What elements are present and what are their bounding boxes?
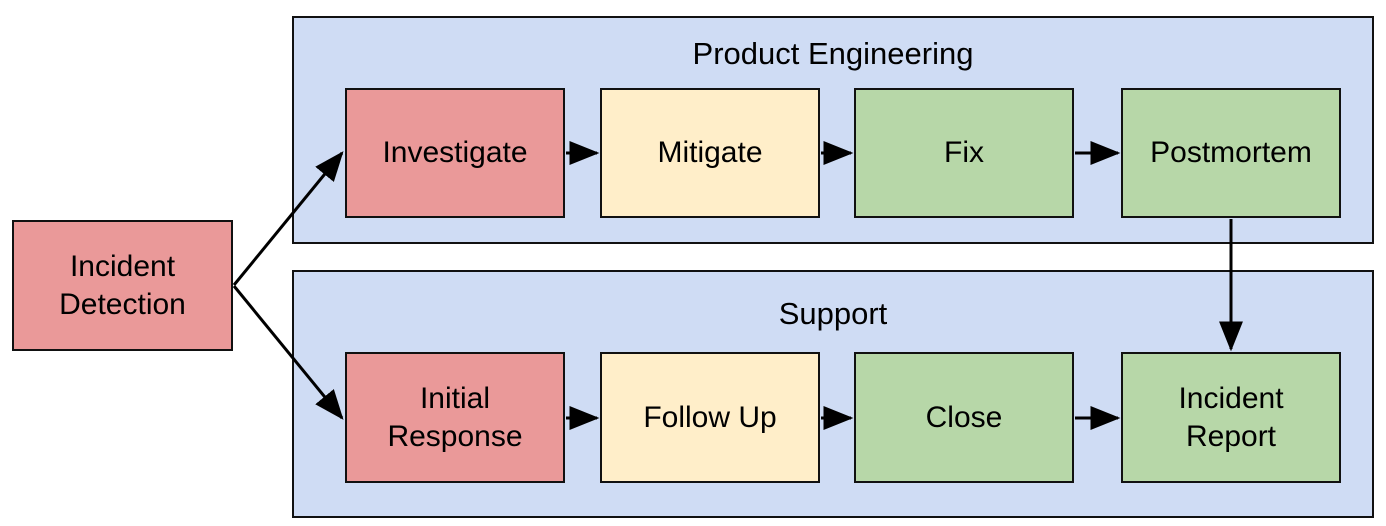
- node-investigate[interactable]: Investigate: [345, 88, 565, 218]
- node-mitigate[interactable]: Mitigate: [600, 88, 820, 218]
- node-initial-response-label: Initial Response: [387, 381, 523, 453]
- node-follow-up[interactable]: Follow Up: [600, 352, 820, 483]
- node-incident-report[interactable]: Incident Report: [1121, 352, 1341, 483]
- node-initial-response[interactable]: Initial Response: [345, 352, 565, 483]
- node-postmortem[interactable]: Postmortem: [1121, 88, 1341, 218]
- node-incident-detection-label: Incident Detection: [59, 249, 186, 321]
- node-investigate-label: Investigate: [382, 136, 528, 169]
- node-fix-label: Fix: [944, 136, 984, 169]
- node-close[interactable]: Close: [854, 352, 1074, 483]
- node-fix[interactable]: Fix: [854, 88, 1074, 218]
- node-incident-detection[interactable]: Incident Detection: [12, 220, 233, 351]
- node-incident-report-label: Incident Report: [1178, 381, 1284, 453]
- node-follow-up-label: Follow Up: [643, 400, 777, 434]
- node-close-label: Close: [925, 400, 1003, 434]
- node-postmortem-label: Postmortem: [1150, 136, 1312, 169]
- group-product-engineering-title: Product Engineering: [692, 36, 974, 71]
- node-mitigate-label: Mitigate: [657, 136, 763, 169]
- group-support-title: Support: [778, 296, 888, 331]
